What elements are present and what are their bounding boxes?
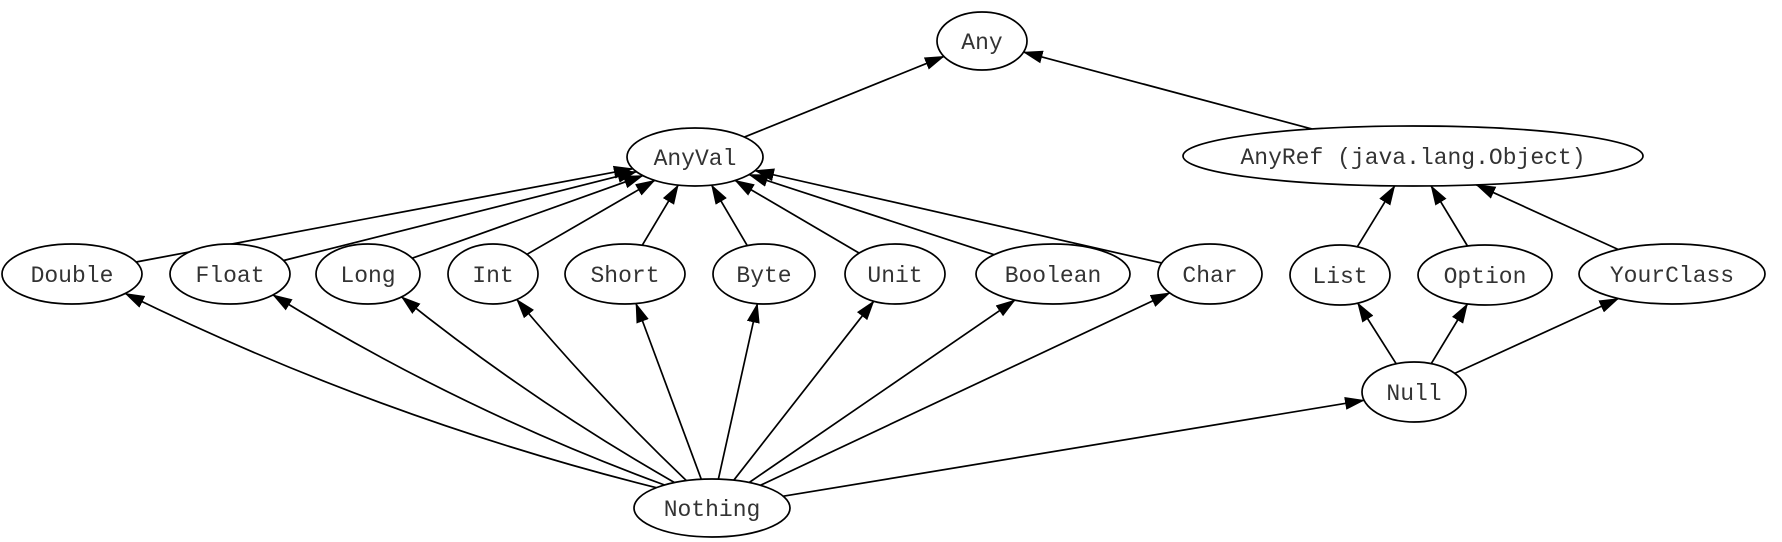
- node-byte: Byte: [712, 243, 816, 305]
- node-label-unit: Unit: [867, 263, 922, 289]
- node-ellipse-list: [1289, 244, 1391, 306]
- edge-float-to-anyval: [283, 170, 638, 262]
- node-ellipse-long: [315, 243, 421, 305]
- edge-unit-to-anyval: [734, 179, 860, 254]
- node-yourclass: YourClass: [1578, 243, 1766, 305]
- node-ellipse-anyval: [626, 127, 764, 187]
- node-label-long: Long: [340, 263, 395, 289]
- node-ellipse-anyref: [1182, 125, 1644, 187]
- node-ellipse-char: [1157, 243, 1263, 305]
- node-ellipse-byte: [712, 243, 816, 305]
- edge-list-to-anyref: [1356, 185, 1396, 248]
- node-ellipse-boolean: [975, 243, 1131, 305]
- node-label-null: Null: [1386, 381, 1441, 407]
- edge-nothing-to-byte: [717, 302, 760, 480]
- edge-null-to-yourclass: [1454, 297, 1620, 375]
- node-ellipse-double: [1, 243, 143, 305]
- edge-short-to-anyval: [641, 184, 679, 246]
- edge-nothing-to-double: [124, 292, 657, 489]
- edge-nothing-to-short: [635, 302, 703, 480]
- node-label-list: List: [1312, 264, 1367, 290]
- node-label-int: Int: [472, 263, 513, 289]
- node-ellipse-option: [1417, 244, 1553, 306]
- edge-int-to-anyval: [526, 179, 656, 256]
- node-float: Float: [169, 243, 291, 305]
- node-double: Double: [1, 243, 143, 305]
- edge-long-to-anyval: [411, 174, 644, 260]
- node-label-double: Double: [31, 263, 114, 289]
- edge-nothing-to-unit: [733, 300, 875, 481]
- edge-anyval-to-any: [744, 55, 945, 138]
- edge-nothing-to-long: [400, 296, 676, 484]
- node-boolean: Boolean: [975, 243, 1131, 305]
- node-ellipse-short: [564, 243, 686, 305]
- edge-option-to-anyref: [1430, 185, 1469, 247]
- node-ellipse-yourclass: [1578, 243, 1766, 305]
- node-label-yourclass: YourClass: [1610, 263, 1734, 289]
- node-label-anyval: AnyVal: [654, 146, 737, 172]
- node-label-char: Char: [1182, 263, 1237, 289]
- node-unit: Unit: [844, 243, 946, 305]
- node-label-nothing: Nothing: [664, 497, 761, 523]
- node-int: Int: [447, 243, 539, 305]
- node-long: Long: [315, 243, 421, 305]
- node-ellipse-unit: [844, 243, 946, 305]
- node-anyval: AnyVal: [626, 127, 764, 187]
- node-label-boolean: Boolean: [1005, 263, 1102, 289]
- node-ellipse-null: [1361, 361, 1467, 423]
- edge-anyref-to-any: [1022, 50, 1313, 130]
- edge-null-to-option: [1430, 303, 1469, 365]
- node-label-any: Any: [961, 30, 1003, 56]
- node-char: Char: [1157, 243, 1263, 305]
- node-list: List: [1289, 244, 1391, 306]
- node-nothing: Nothing: [633, 478, 791, 538]
- edge-char-to-anyval: [754, 168, 1162, 264]
- edge-nothing-to-float: [272, 294, 665, 486]
- node-short: Short: [564, 243, 686, 305]
- edges-layer: [124, 50, 1620, 498]
- edge-boolean-to-anyval: [748, 173, 995, 256]
- node-label-short: Short: [590, 263, 659, 289]
- edge-null-to-list: [1356, 302, 1397, 365]
- edge-byte-to-anyval: [710, 184, 749, 247]
- node-label-byte: Byte: [736, 263, 791, 289]
- node-label-anyref: AnyRef (java.lang.Object): [1240, 145, 1585, 171]
- edge-nothing-to-char: [760, 292, 1171, 487]
- node-null: Null: [1361, 361, 1467, 423]
- node-label-option: Option: [1444, 264, 1527, 290]
- edge-nothing-to-null: [783, 396, 1365, 498]
- node-any: Any: [936, 11, 1028, 71]
- node-ellipse-nothing: [633, 478, 791, 538]
- node-ellipse-any: [936, 11, 1028, 71]
- node-option: Option: [1417, 244, 1553, 306]
- edge-yourclass-to-anyref: [1475, 184, 1619, 251]
- node-ellipse-float: [169, 243, 291, 305]
- node-anyref: AnyRef (java.lang.Object): [1182, 125, 1644, 187]
- edge-nothing-to-int: [516, 298, 687, 482]
- node-ellipse-int: [447, 243, 539, 305]
- node-label-float: Float: [195, 263, 264, 289]
- edge-nothing-to-boolean: [748, 299, 1016, 484]
